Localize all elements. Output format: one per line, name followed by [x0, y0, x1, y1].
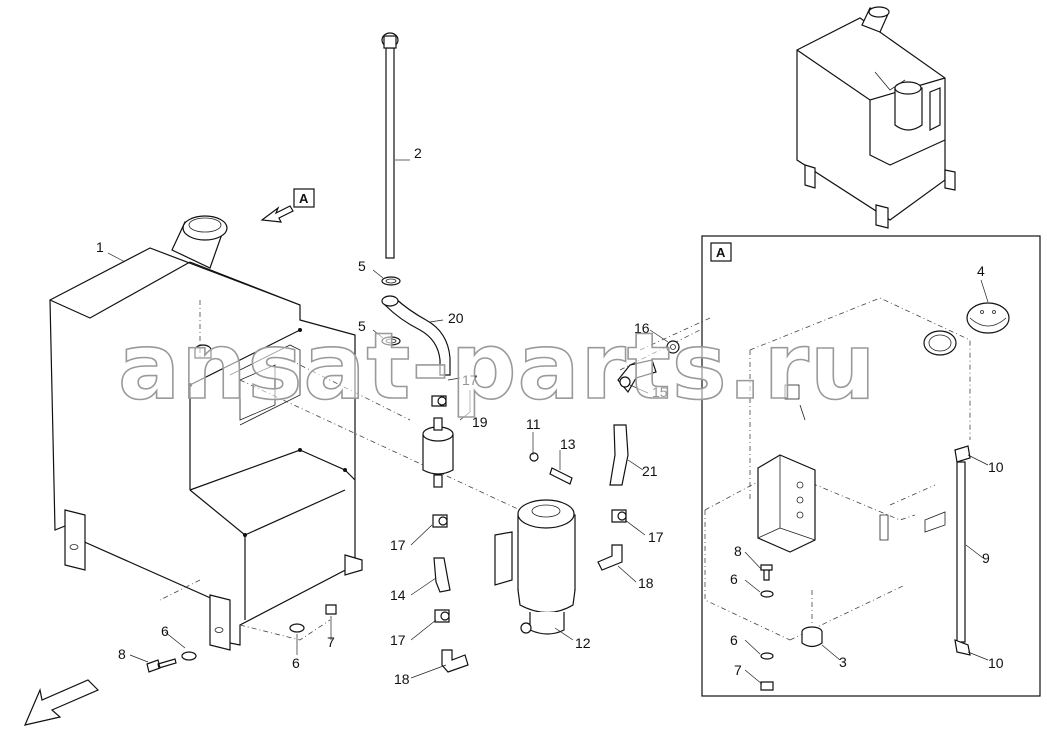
callout-9: 9 [982, 550, 990, 566]
callout-17: 17 [390, 632, 406, 648]
hose-clamp [611, 509, 627, 523]
hose-21 [609, 424, 629, 486]
callout-2: 2 [414, 145, 422, 161]
nut [760, 681, 774, 691]
callout-1: 1 [96, 239, 104, 255]
callout-16: 16 [634, 320, 650, 336]
callout-12: 12 [575, 635, 591, 651]
leader-lines [107, 159, 989, 685]
bolt [549, 467, 573, 485]
hose-clamp [431, 395, 447, 407]
watermark: ansat-parts.ru [118, 313, 876, 420]
detail-view-a: A [701, 235, 1041, 697]
inline-filter [422, 417, 454, 488]
callout-18: 18 [638, 575, 654, 591]
filter-assembly [494, 499, 576, 635]
o-ring [381, 336, 401, 346]
filler-cap [966, 302, 1010, 334]
washer [760, 652, 774, 660]
callout-8: 8 [118, 646, 126, 662]
callout-6: 6 [730, 632, 738, 648]
callout-14: 14 [390, 587, 406, 603]
callout-20: 20 [448, 310, 464, 326]
hose-20 [381, 295, 451, 376]
callout-17: 17 [390, 537, 406, 553]
hose-clamp [434, 609, 450, 623]
callout-19: 19 [472, 414, 488, 430]
view-a-marker: A [299, 191, 309, 206]
elbow-fitting [597, 544, 623, 571]
callout-18: 18 [394, 671, 410, 687]
hose-14 [433, 557, 451, 593]
callout-10: 10 [988, 655, 1004, 671]
callout-15: 15 [652, 384, 668, 400]
elbow-fitting [441, 649, 469, 673]
callout-17: 17 [648, 529, 664, 545]
washer [760, 590, 774, 598]
washer [289, 623, 305, 633]
drain-plug [801, 626, 823, 648]
callout-3: 3 [839, 654, 847, 670]
bolt [760, 564, 773, 581]
callout-17: 17 [462, 372, 478, 388]
front-direction-arrow [23, 679, 100, 726]
callout-6: 6 [292, 655, 300, 671]
detail-a-label: A [716, 245, 726, 260]
callout-7: 7 [734, 662, 742, 678]
hydraulic-tank [49, 215, 363, 651]
callout-13: 13 [560, 436, 576, 452]
callout-6: 6 [730, 571, 738, 587]
callout-5: 5 [358, 318, 366, 334]
callout-10: 10 [988, 459, 1004, 475]
callout-4: 4 [977, 263, 985, 279]
dipstick [381, 32, 399, 259]
callout-21: 21 [642, 463, 658, 479]
sight-gauge [954, 445, 971, 656]
overview-thumbnail [796, 6, 956, 229]
callout-11: 11 [526, 416, 541, 432]
callout-6: 6 [161, 623, 169, 639]
o-ring [381, 276, 401, 286]
view-direction-arrow: A [260, 188, 315, 223]
callout-8: 8 [734, 543, 742, 559]
elbow-15 [617, 359, 657, 394]
fitting-16 [666, 340, 680, 354]
callout-5: 5 [358, 258, 366, 274]
nut [325, 604, 337, 615]
callouts: 1 2 5 5 20 17 19 11 13 17 14 17 18 12 16… [96, 145, 1004, 687]
hose-clamp [432, 514, 448, 528]
callout-7: 7 [327, 634, 335, 650]
nut [529, 452, 539, 462]
washer [181, 651, 197, 661]
bolt [146, 658, 177, 673]
